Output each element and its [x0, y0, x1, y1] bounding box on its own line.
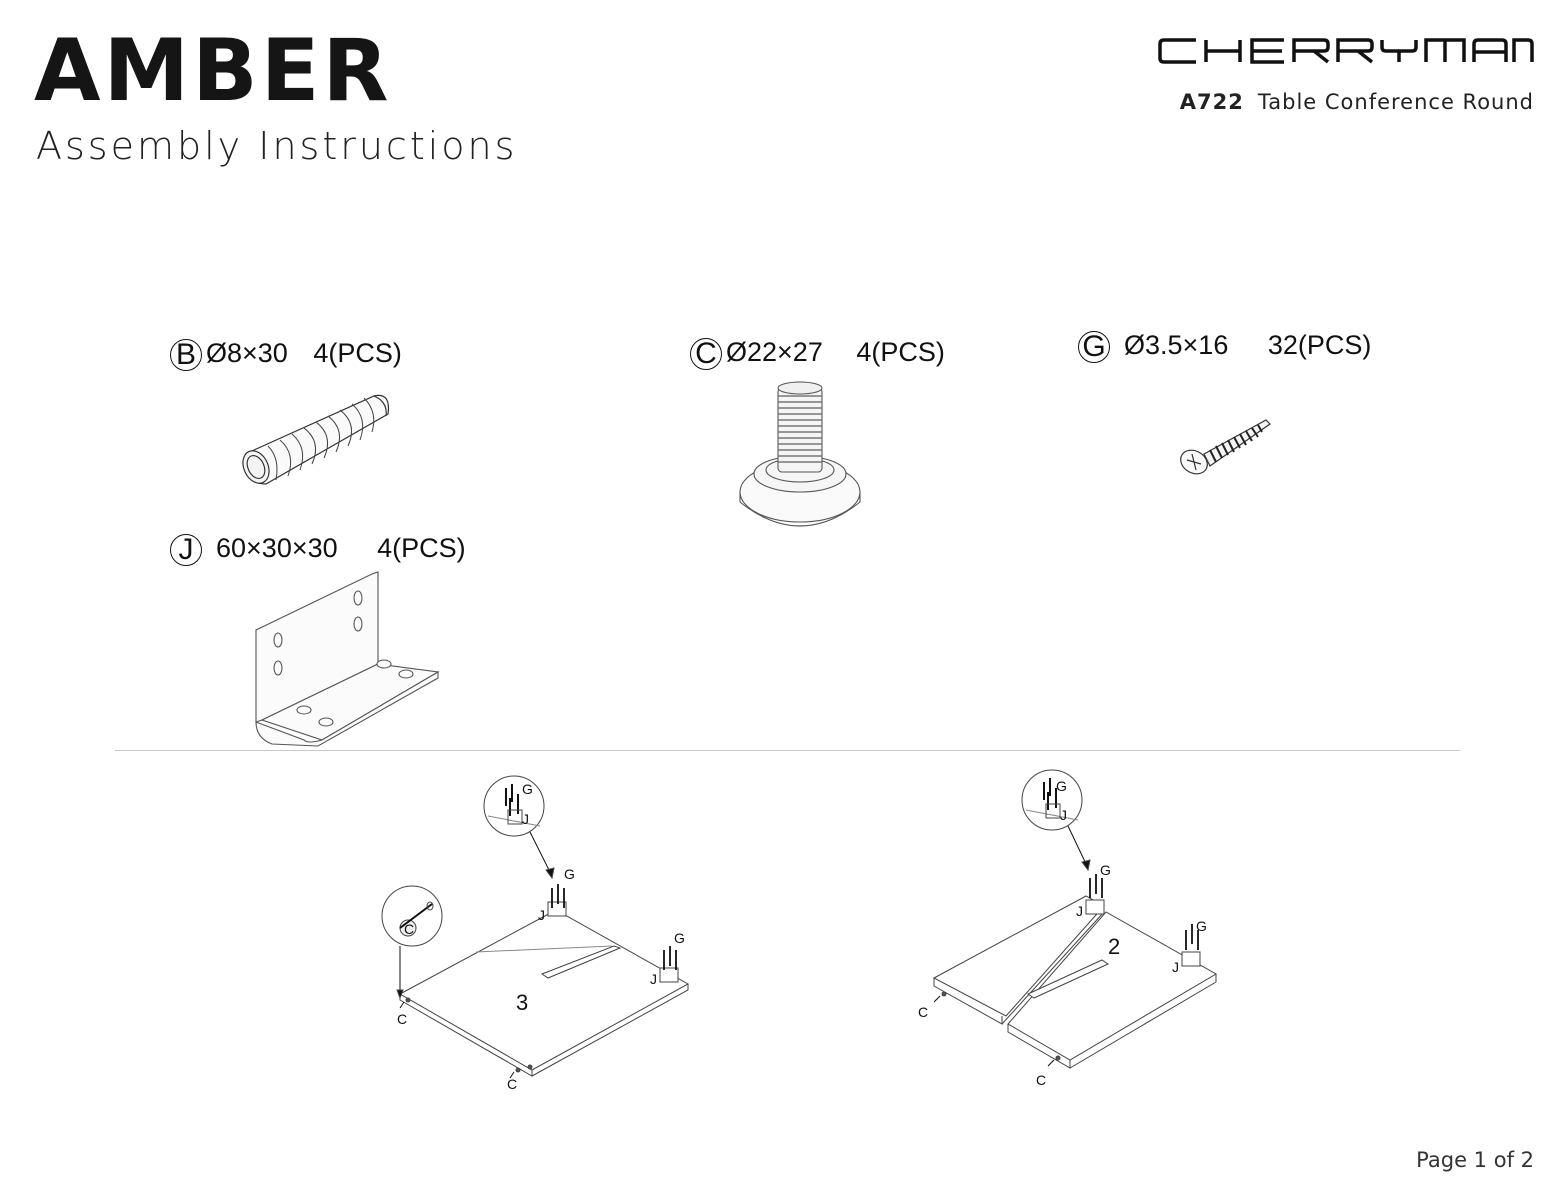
callout-j-top-2: J: [1076, 903, 1083, 919]
callout-g-right-2: G: [1196, 918, 1207, 934]
callout-g-top-2: G: [1100, 862, 1111, 878]
callout-c-bottom-2: C: [1036, 1072, 1046, 1088]
callout-j-top: J: [538, 907, 545, 923]
part-b-size: Ø8×30: [206, 338, 288, 368]
part-b-letter: B: [170, 338, 202, 371]
part-j-qty: 4(PCS): [377, 533, 466, 563]
assembly-diagram-panel-2: 2 G J G J G J C C: [918, 769, 1218, 1088]
part-j-size: 60×30×30: [216, 533, 338, 563]
callout-g-detail: G: [522, 781, 533, 797]
leveling-foot-illustration: [739, 381, 861, 527]
callout-c-left-2: C: [918, 1004, 928, 1020]
section-divider: [115, 750, 1460, 751]
part-g-letter: G: [1078, 330, 1110, 363]
callout-g-right: G: [674, 930, 685, 946]
callout-j-detail-2: J: [1060, 807, 1067, 823]
part-j-label: J 60×30×30 4(PCS): [170, 533, 466, 566]
callout-g-top: G: [564, 866, 575, 882]
bracket-illustration: [255, 571, 440, 747]
callout-c-bottom: C: [507, 1076, 517, 1092]
assembly-diagram-panel-3: 3 G J G J G J C C C: [381, 775, 690, 1092]
callout-c-left: C: [397, 1011, 407, 1027]
product-code: A722: [1179, 90, 1244, 114]
product-name: Table Conference Round: [1257, 90, 1534, 114]
product-line: A722 Table Conference Round: [1180, 90, 1534, 114]
dowel-illustration: [242, 394, 390, 485]
callout-j-detail: J: [522, 811, 529, 827]
part-g-size: Ø3.5×16: [1124, 330, 1229, 360]
panel-number-2: 2: [1108, 934, 1120, 959]
brand-logo: [1158, 38, 1534, 64]
screw-illustration: [1180, 419, 1271, 475]
part-g-label: G Ø3.5×16 32(PCS): [1078, 330, 1371, 363]
document-title: AMBER: [34, 21, 392, 121]
callout-j-right-2: J: [1172, 959, 1179, 975]
callout-j-right: J: [650, 971, 657, 987]
part-c-qty: 4(PCS): [856, 337, 945, 367]
part-c-size: Ø22×27: [726, 337, 823, 367]
panel-number-3: 3: [516, 990, 528, 1015]
part-b-qty: 4(PCS): [313, 338, 402, 368]
page-indicator: Page 1 of 2: [1416, 1148, 1534, 1172]
callout-c-detail: C: [404, 921, 414, 937]
part-c-letter: C: [690, 337, 722, 370]
part-g-qty: 32(PCS): [1267, 330, 1372, 360]
document-subtitle: Assembly Instructions: [36, 124, 518, 168]
part-j-letter: J: [170, 533, 202, 566]
callout-g-detail-2: G: [1056, 778, 1067, 794]
